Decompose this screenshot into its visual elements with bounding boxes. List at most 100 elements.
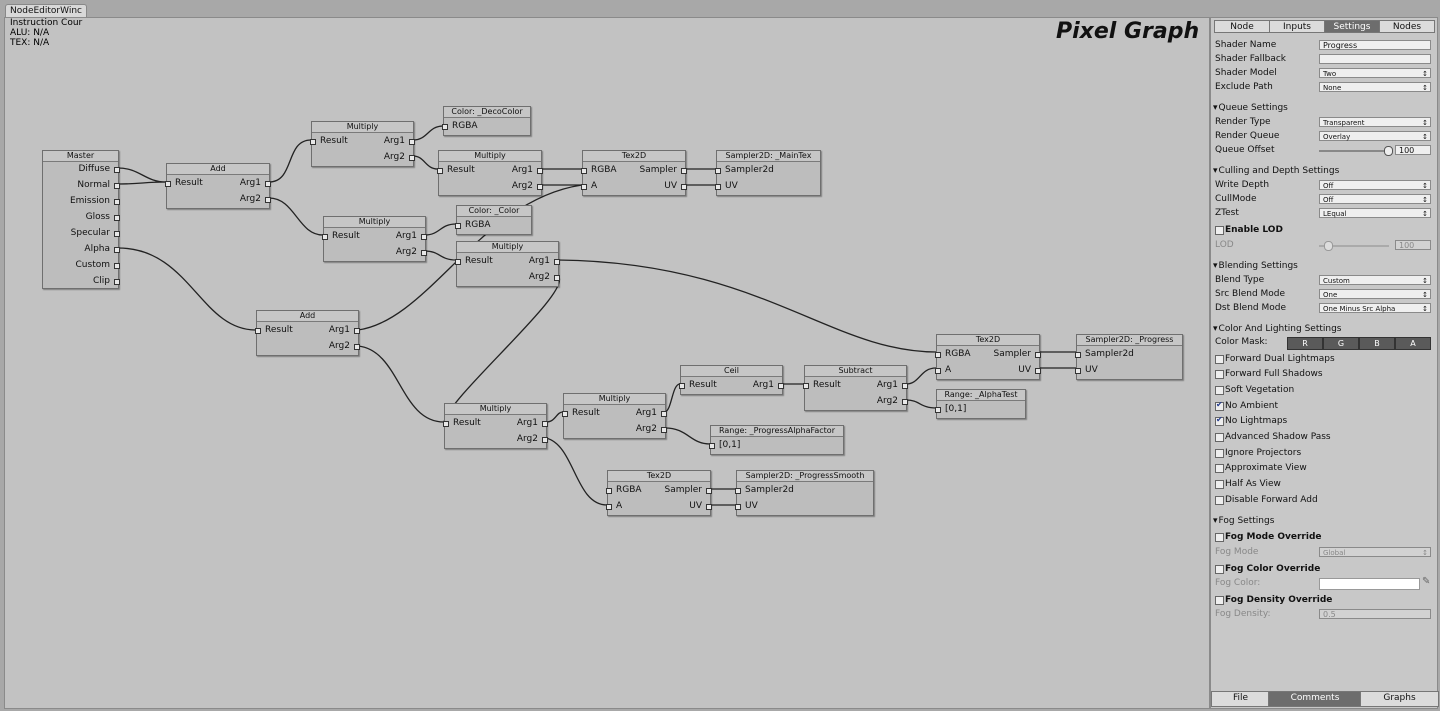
color-decocolor-node[interactable]: Color: _DecoColor RGBA: [442, 106, 531, 136]
soft-vegetation-checkbox[interactable]: Soft Vegetation: [1215, 384, 1294, 396]
queue-settings-foldout[interactable]: Queue Settings: [1213, 102, 1288, 114]
disable-forward-add-checkbox[interactable]: Disable Forward Add: [1215, 494, 1318, 506]
color-mask-a-button[interactable]: A: [1395, 337, 1431, 350]
tab-graphs[interactable]: Graphs: [1360, 691, 1439, 707]
forward-dual-lightmaps-checkbox[interactable]: Forward Dual Lightmaps: [1215, 353, 1335, 365]
fog-color-override-checkbox[interactable]: Fog Color Override: [1215, 563, 1320, 575]
arg2-port[interactable]: Arg2: [383, 152, 416, 162]
color-color-node[interactable]: Color: _Color RGBA: [455, 205, 532, 235]
arg1-port[interactable]: Arg1: [511, 165, 544, 175]
arg1-port[interactable]: Arg1: [528, 256, 561, 266]
rgba-port[interactable]: RGBA: [581, 165, 617, 175]
color-mask-r-button[interactable]: R: [1287, 337, 1323, 350]
range-alphatest-node[interactable]: Range: _AlphaTest [0,1]: [934, 389, 1026, 419]
arg1-port[interactable]: Arg1: [239, 178, 272, 188]
sampler2d-port[interactable]: Sampler2d: [735, 485, 794, 495]
forward-full-shadows-checkbox[interactable]: Forward Full Shadows: [1215, 368, 1323, 380]
sampler-port[interactable]: Sampler: [664, 485, 713, 495]
arg1-port[interactable]: Arg1: [395, 231, 428, 241]
arg1-port[interactable]: Arg1: [635, 408, 668, 418]
result-port[interactable]: Result: [803, 380, 841, 390]
exclude-path-dropdown[interactable]: None: [1319, 82, 1431, 93]
result-port[interactable]: Result: [322, 231, 360, 241]
multiply-node[interactable]: Multiply Result Arg1 Arg2: [455, 241, 561, 287]
fog-density-override-checkbox[interactable]: Fog Density Override: [1215, 594, 1332, 606]
advanced-shadow-pass-checkbox[interactable]: Advanced Shadow Pass: [1215, 431, 1331, 443]
no-lightmaps-checkbox[interactable]: No Lightmaps: [1215, 414, 1287, 427]
sampler-port[interactable]: Sampler: [993, 349, 1042, 359]
result-port[interactable]: Result: [310, 136, 348, 146]
multiply-node[interactable]: Multiply Result Arg1 Arg2: [437, 150, 544, 196]
arg2-port[interactable]: Arg2: [635, 424, 668, 434]
arg2-port[interactable]: Arg2: [395, 247, 428, 257]
blend-type-dropdown[interactable]: Custom: [1319, 275, 1431, 286]
arg1-port[interactable]: Arg1: [383, 136, 416, 146]
tab-node[interactable]: Node: [1214, 20, 1270, 33]
a-port[interactable]: A: [605, 501, 623, 511]
sampler2d-port[interactable]: Sampler2d: [1075, 349, 1134, 359]
ignore-projectors-checkbox[interactable]: Ignore Projectors: [1215, 447, 1301, 459]
uv-port[interactable]: UV: [715, 181, 738, 191]
rgba-port[interactable]: RGBA: [935, 349, 971, 359]
write-depth-dropdown[interactable]: Off: [1319, 180, 1431, 191]
arg1-port[interactable]: Arg1: [752, 380, 785, 390]
tab-inputs[interactable]: Inputs: [1269, 20, 1325, 33]
shader-model-dropdown[interactable]: Two: [1319, 68, 1431, 79]
add-node[interactable]: Add Result Arg1 Arg2: [255, 310, 361, 356]
multiply-node[interactable]: Multiply Result Arg1 Arg2: [562, 393, 668, 439]
queue-offset-input[interactable]: 100: [1395, 145, 1431, 155]
tab-comments[interactable]: Comments: [1268, 691, 1362, 707]
rgba-port[interactable]: RGBA: [606, 485, 642, 495]
range-port[interactable]: [0,1]: [934, 404, 967, 414]
tex2d-node[interactable]: Tex2D RGBA A Sampler UV: [934, 334, 1042, 380]
range-progressalphafactor-node[interactable]: Range: _ProgressAlphaFactor [0,1]: [708, 425, 844, 455]
uv-port[interactable]: UV: [1018, 365, 1041, 375]
master-node[interactable]: Master Diffuse Normal Emission Gloss Spe…: [42, 150, 121, 289]
diffuse-port[interactable]: Diffuse: [78, 164, 120, 174]
half-as-view-checkbox[interactable]: Half As View: [1215, 478, 1281, 490]
arg1-port[interactable]: Arg1: [516, 418, 549, 428]
multiply-node[interactable]: Multiply Result Arg1 Arg2: [310, 121, 416, 167]
color-mask-b-button[interactable]: B: [1359, 337, 1395, 350]
arg1-port[interactable]: Arg1: [328, 325, 361, 335]
a-port[interactable]: A: [934, 365, 952, 375]
gloss-port[interactable]: Gloss: [85, 212, 121, 222]
rgba-port[interactable]: RGBA: [455, 220, 491, 230]
arg2-port[interactable]: Arg2: [876, 396, 909, 406]
arg2-port[interactable]: Arg2: [528, 272, 561, 282]
clip-port[interactable]: Clip: [93, 276, 120, 286]
culling-settings-foldout[interactable]: Culling and Depth Settings: [1213, 165, 1340, 177]
arg2-port[interactable]: Arg2: [328, 341, 361, 351]
color-lighting-foldout[interactable]: Color And Lighting Settings: [1213, 323, 1342, 335]
sampler2d-maintex-node[interactable]: Sampler2D: _MainTex Sampler2d UV: [715, 150, 821, 196]
result-port[interactable]: Result: [455, 256, 493, 266]
tex2d-node[interactable]: Tex2D RGBA A Sampler UV: [605, 470, 713, 516]
fog-settings-foldout[interactable]: Fog Settings: [1213, 515, 1275, 527]
arg2-port[interactable]: Arg2: [511, 181, 544, 191]
render-queue-dropdown[interactable]: Overlay: [1319, 131, 1431, 142]
queue-offset-slider[interactable]: [1319, 150, 1389, 152]
arg2-port[interactable]: Arg2: [516, 434, 549, 444]
no-ambient-checkbox[interactable]: No Ambient: [1215, 399, 1278, 412]
specular-port[interactable]: Specular: [70, 228, 121, 238]
subtract-node[interactable]: Subtract Result Arg1 Arg2: [803, 365, 909, 411]
a-port[interactable]: A: [580, 181, 598, 191]
arg2-port[interactable]: Arg2: [239, 194, 272, 204]
window-tab[interactable]: NodeEditorWinc: [5, 4, 87, 18]
uv-port[interactable]: UV: [1075, 365, 1098, 375]
add-node[interactable]: Add Result Arg1 Arg2: [165, 163, 272, 209]
render-type-dropdown[interactable]: Transparent: [1319, 117, 1431, 128]
tex2d-node[interactable]: Tex2D RGBA A Sampler UV: [580, 150, 688, 196]
range-port[interactable]: [0,1]: [708, 440, 741, 450]
dst-blend-dropdown[interactable]: One Minus Src Alpha: [1319, 303, 1431, 314]
tab-settings[interactable]: Settings: [1324, 20, 1380, 33]
sampler2d-progresssmooth-node[interactable]: Sampler2D: _ProgressSmooth Sampler2d UV: [735, 470, 874, 516]
sampler2d-progress-node[interactable]: Sampler2D: _Progress Sampler2d UV: [1075, 334, 1183, 380]
uv-port[interactable]: UV: [664, 181, 687, 191]
ztest-dropdown[interactable]: LEqual: [1319, 208, 1431, 219]
result-port[interactable]: Result: [255, 325, 293, 335]
tab-file[interactable]: File: [1211, 691, 1270, 707]
normal-port[interactable]: Normal: [77, 180, 120, 190]
queue-offset-slider-thumb[interactable]: [1384, 146, 1393, 156]
fog-mode-override-checkbox[interactable]: Fog Mode Override: [1215, 531, 1322, 543]
